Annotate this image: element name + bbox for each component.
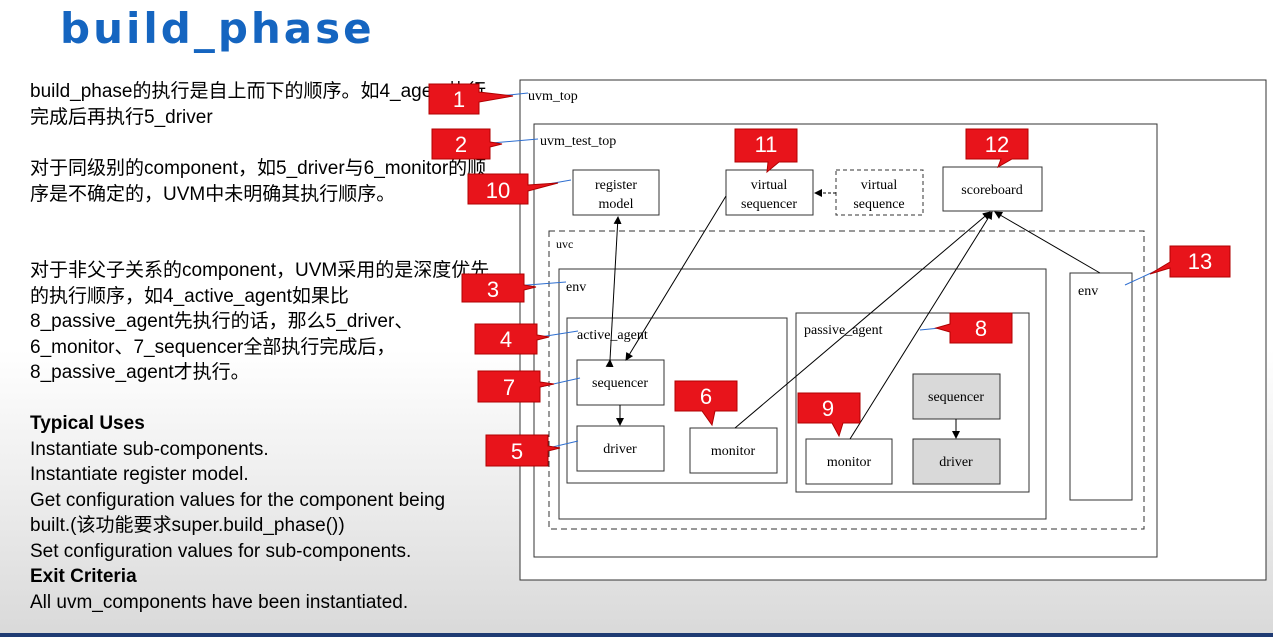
uvc-label: uvc [556,237,573,251]
use-item: Set configuration values for sub-compone… [30,540,412,562]
callout-12-number: 12 [985,132,1009,157]
passive-sequencer-box [912,373,1001,420]
callout-12-box [965,128,1029,169]
page-title: build_phase [60,4,375,53]
use-item: Get configuration values for the compone… [30,489,446,537]
callout-6-box [674,380,738,427]
exit-criteria-text: All uvm_components have been instantiate… [30,591,409,613]
callout-4-pointer [539,330,579,338]
callout-2-number: 2 [455,132,467,157]
callout-8-number: 8 [975,316,987,341]
virtual-sequencer-box [725,169,814,216]
callout-8-box [934,312,1013,344]
sequencer-box [576,359,665,406]
callout-13-box [1149,245,1231,278]
callout-13-number: 13 [1188,249,1212,274]
env-label: env [566,280,586,295]
typical-uses-heading: Typical Uses [30,413,145,434]
callout-7-box [477,370,555,403]
paragraph-depth-first: 对于非父子关系的component，UVM采用的是深度优先的执行顺序，如4_ac… [30,260,490,383]
scoreboard-box [942,166,1043,212]
callout-7-number: 7 [503,375,515,400]
register-model-label: register [595,178,637,193]
driver-box [576,425,665,472]
passive-monitor-scoreboard-link [849,211,993,440]
passive-sequencer-label: sequencer [928,390,984,405]
monitor-scoreboard-link [734,211,991,429]
uvm-top-label: uvm_top [528,89,578,104]
callout-10-number: 10 [486,178,510,203]
paragraph-same-level: 对于同级别的component，如5_driver与6_monitor的顺序是不… [30,158,487,205]
sequencer-label: sequencer [592,376,648,391]
passive-agent-label: passive_agent [804,323,883,338]
callout-1-box [428,83,514,115]
footer-rule [0,633,1273,637]
callout-11-box [734,128,798,174]
typical-uses-section: Typical Uses Instantiate sub-components.… [30,411,470,615]
env2-label: env [1078,284,1098,299]
env2-box [1069,272,1133,501]
uvm-test-top-label: uvm_test_top [540,134,616,149]
use-item: Instantiate register model. [30,464,249,485]
exit-criteria-heading: Exit Criteria [30,566,137,587]
callout-9-box [797,392,861,438]
vseqr-sequencer-link [625,195,727,361]
use-item: Instantiate sub-components. [30,438,269,460]
passive-driver-label: driver [939,455,973,470]
callout-4-number: 4 [500,327,512,352]
callout-3-number: 3 [487,277,499,302]
monitor-label: monitor [711,444,756,459]
callout-3-box [461,273,537,303]
callout-11-number: 11 [755,132,778,157]
callout-4-box [474,323,550,355]
driver-label: driver [603,442,637,457]
virtual-sequence-label: sequence [853,197,904,212]
virtual-sequence-label: virtual [861,178,898,193]
register-model-box [572,169,660,216]
regmodel-sequencer-link [605,216,622,368]
register-model-label: model [599,197,634,212]
callout-10-box [467,173,559,205]
passive-monitor-box [805,438,893,485]
scoreboard-label: scoreboard [961,183,1022,198]
callout-6-number: 6 [700,384,712,409]
callout-1-number: 1 [453,87,465,112]
monitor-box [689,427,778,474]
passive-driver-box [912,438,1001,485]
callout-5-number: 5 [511,439,523,464]
callout-9-number: 9 [822,396,834,421]
env2-scoreboard-link [994,211,1101,274]
callout-2-box [431,128,503,160]
virtual-sequencer-label: sequencer [741,197,797,212]
virtual-sequencer-label: virtual [751,178,788,193]
callout-5-box [485,434,561,467]
paragraph-build-order: build_phase的执行是自上而下的顺序。如4_agent执行完成后再执行5… [30,81,487,128]
passive-monitor-label: monitor [827,455,872,470]
virtual-sequence-box [835,169,924,216]
